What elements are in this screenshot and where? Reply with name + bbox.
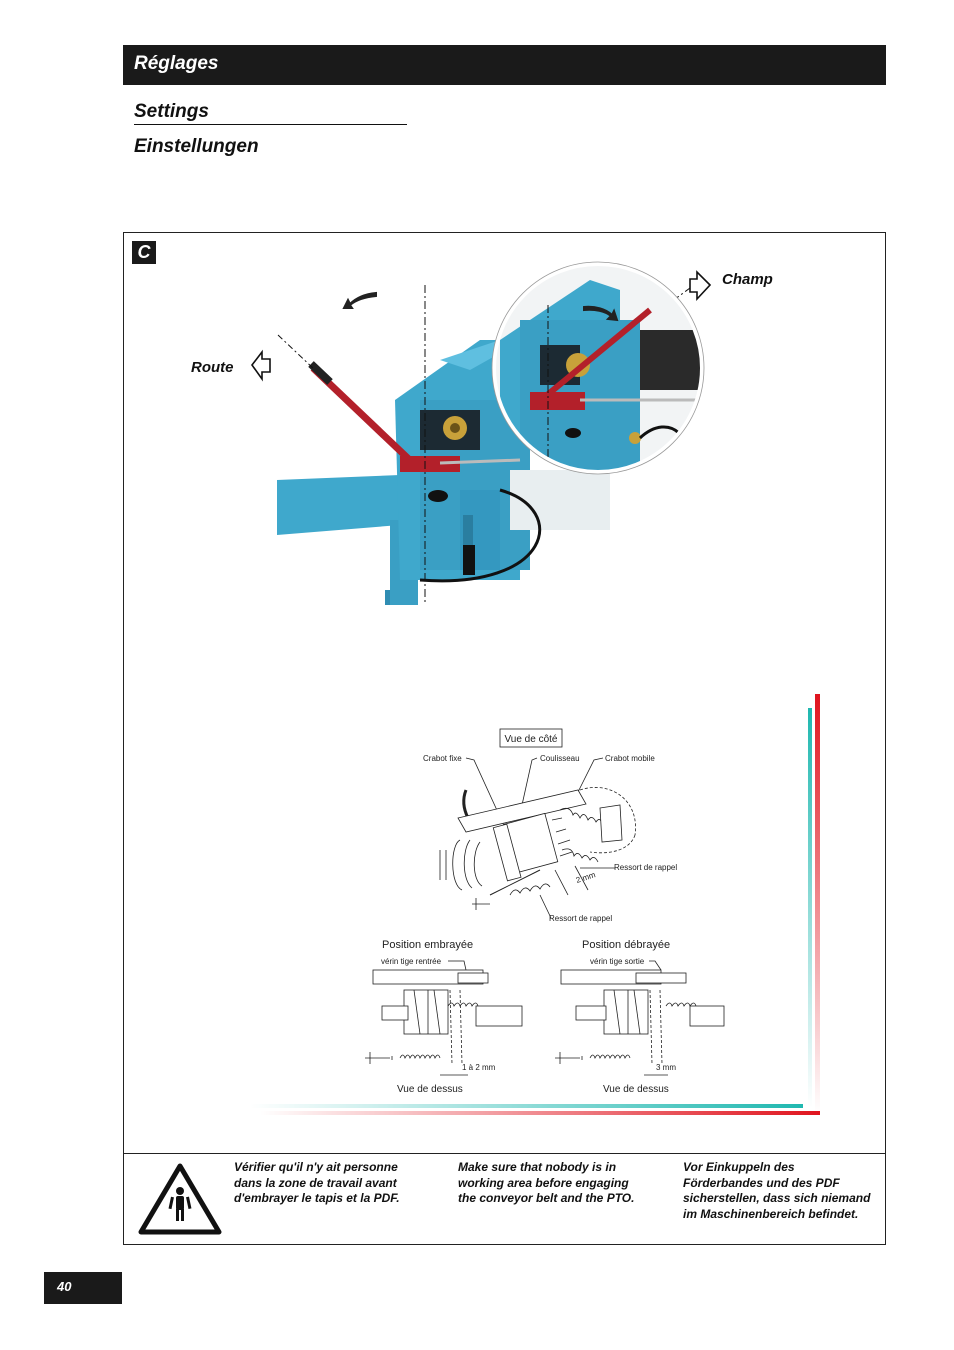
warning-text-en: Make sure that nobody is in working area…: [458, 1160, 635, 1205]
detail-inset: [494, 264, 702, 472]
label-return-spring-1: Ressort de rappel: [614, 863, 677, 872]
warning-text-de: Vor Einkuppeln des Förderbandes und des …: [683, 1160, 871, 1221]
figure-frame: [123, 232, 886, 1245]
rotation-arrow-right-icon: [583, 305, 619, 322]
accent-bar-teal-vertical: [808, 708, 812, 1108]
side-view-title: Vue de côté: [504, 734, 557, 745]
engaged-cylinder-label: vérin tige rentrée: [381, 957, 442, 966]
engaged-view-sketch: [365, 960, 523, 1076]
rotation-arrow-left-icon: [342, 291, 377, 309]
machine-photo: [251, 261, 712, 605]
engaged-gap-label: 1 à 2 mm: [462, 1063, 496, 1072]
engaged-view-label: Vue de dessus: [397, 1084, 463, 1095]
road-label: Route: [191, 359, 234, 376]
warning-text-fr: Vérifier qu'il n'y ait personne dans la …: [234, 1160, 400, 1205]
section-title: Réglages: [134, 53, 219, 74]
clutch-diagram: Vue de côté Crabot fixe Coulisseau Crabo…: [250, 694, 820, 1115]
subtitle-german: Einstellungen: [134, 136, 259, 157]
field-arrow-icon: [689, 270, 712, 302]
label-return-spring-2: Ressort de rappel: [549, 914, 612, 923]
figure-letter: C: [132, 241, 156, 264]
subtitle-divider: [134, 124, 407, 125]
disengaged-cylinder-label: vérin tige sortie: [590, 957, 645, 966]
red-lever: [308, 361, 521, 472]
disengaged-view-sketch: [555, 960, 725, 1076]
side-view-sketch: [439, 757, 636, 919]
disengaged-title: Position débrayée: [582, 939, 670, 951]
label-fixed-dog: Crabot fixe: [423, 754, 462, 763]
field-label: Champ: [722, 271, 773, 288]
engaged-title: Position embrayée: [382, 939, 473, 951]
disengaged-gap-label: 3 mm: [656, 1063, 676, 1072]
label-mobile-dog: Crabot mobile: [605, 754, 655, 763]
warning-person-icon: [138, 1163, 222, 1235]
accent-bar-teal-horizontal: [250, 1104, 803, 1108]
machine-body: [277, 340, 610, 605]
accent-bar-red-vertical: [815, 694, 820, 1114]
route-arrow-icon: [251, 349, 271, 382]
accent-bar-red-horizontal: [260, 1111, 820, 1115]
page-number: 40: [57, 1279, 72, 1294]
section-header: Réglages: [123, 45, 886, 85]
page-number-box: 40: [44, 1272, 122, 1304]
subtitle-english: Settings: [134, 101, 209, 122]
disengaged-view-label: Vue de dessus: [603, 1084, 669, 1095]
label-slider: Coulisseau: [540, 754, 580, 763]
warning-divider: [123, 1153, 886, 1154]
